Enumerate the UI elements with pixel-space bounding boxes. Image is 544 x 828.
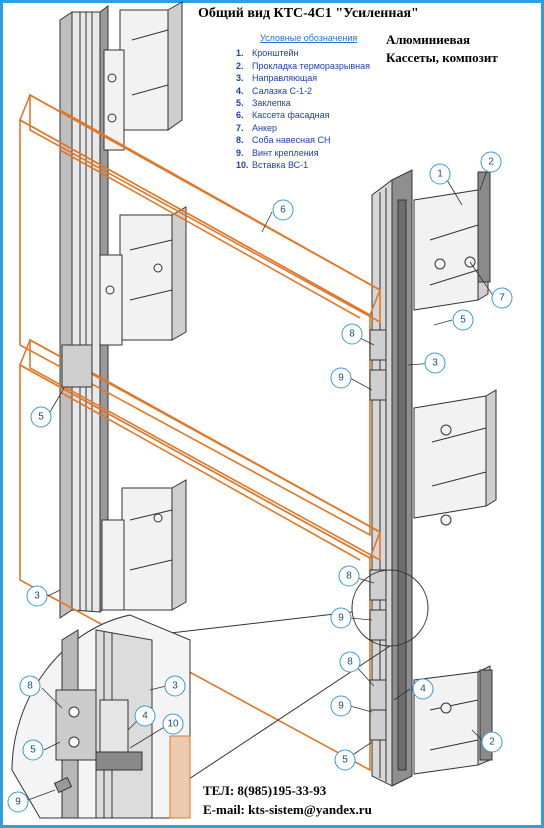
legend-item: 8.Соба навесная СН xyxy=(236,135,331,146)
callout-8-low xyxy=(339,651,361,673)
callout-5-left xyxy=(30,406,52,428)
contact-phone: ТЕЛ: 8(985)195-33-93 xyxy=(203,783,327,798)
legend-item: 3.Направляющая xyxy=(236,73,318,84)
svg-text:3: 3 xyxy=(432,358,438,369)
callout-9-low xyxy=(330,695,352,717)
svg-text:5: 5 xyxy=(30,745,36,756)
svg-text:4: 4 xyxy=(142,711,148,722)
subtitle-cladding: Кассеты, композит xyxy=(386,50,498,65)
svg-text:4: 4 xyxy=(420,684,426,695)
bracket-left-top xyxy=(103,1,183,151)
callout-5-right xyxy=(452,309,474,331)
callout-8-mid xyxy=(338,565,360,587)
callout-9-top xyxy=(330,367,352,389)
svg-text:7: 7 xyxy=(499,293,505,304)
diagram-title: Общий вид КТС-4С1 "Усиленная" xyxy=(198,6,419,21)
legend-item: 10.Вставка ВС-1 xyxy=(236,160,309,171)
callout-8-top xyxy=(341,323,363,345)
callout-1 xyxy=(429,163,451,185)
cassette-upper xyxy=(18,93,382,537)
svg-text:2: 2 xyxy=(488,157,494,168)
callout-5-low xyxy=(334,749,356,771)
legend-item: 6.Кассета фасадная xyxy=(236,110,330,121)
callout-4-detail xyxy=(134,705,156,727)
detail-magnified xyxy=(11,614,191,819)
svg-text:3: 3 xyxy=(172,681,178,692)
svg-text:10: 10 xyxy=(167,719,179,730)
callout-markers xyxy=(7,151,513,813)
legend-item: 1.Кронштейн xyxy=(236,48,299,59)
svg-text:5: 5 xyxy=(38,412,44,423)
callout-4-right xyxy=(412,678,434,700)
bracket-left-mid xyxy=(99,206,187,346)
svg-text:5: 5 xyxy=(342,755,348,766)
svg-text:9: 9 xyxy=(15,797,21,808)
legend-header: Условные обозначения xyxy=(260,33,358,43)
legend-item: 2.Прокладка терморазрывная xyxy=(236,60,371,71)
svg-text:8: 8 xyxy=(349,329,355,340)
svg-text:2: 2 xyxy=(489,737,495,748)
callout-8-detail xyxy=(19,675,41,697)
hanging-hooks xyxy=(61,329,387,741)
svg-text:1: 1 xyxy=(437,169,443,180)
svg-text:9: 9 xyxy=(338,613,344,624)
svg-text:8: 8 xyxy=(27,681,33,692)
callout-7 xyxy=(491,287,513,309)
subtitle-material: Алюминиевая xyxy=(386,32,471,47)
cassette-lower xyxy=(18,338,381,772)
callout-5-detail xyxy=(22,739,44,761)
svg-text:5: 5 xyxy=(460,315,466,326)
callout-labels: 6 1 2 7 5 3 8 9 5 3 8 9 8 4 9 2 5 3 4 10… xyxy=(15,157,505,808)
leader-lines xyxy=(27,164,495,801)
contact-email[interactable]: E-mail: kts-sistem@yandex.ru xyxy=(203,802,372,817)
svg-text:8: 8 xyxy=(347,657,353,668)
legend-item: 7.Анкер xyxy=(236,122,278,133)
svg-text:3: 3 xyxy=(34,591,40,602)
legend: Условные обозначения 1.Кронштейн 2.Прокл… xyxy=(236,32,370,171)
callout-3-right xyxy=(424,352,446,374)
svg-text:6: 6 xyxy=(280,205,286,216)
callout-9-detail xyxy=(7,791,29,813)
legend-item: 5.Заклепка xyxy=(236,98,291,109)
legend-item: 4.Салазка С-1-2 xyxy=(236,85,313,96)
bracket-right-top xyxy=(413,171,491,311)
bracket-right-mid xyxy=(413,389,497,526)
callout-3-left xyxy=(26,585,48,607)
legend-item: 9.Винт крепления xyxy=(236,147,319,158)
callout-6 xyxy=(272,199,294,221)
svg-text:8: 8 xyxy=(346,571,352,582)
callout-3-detail xyxy=(164,675,186,697)
callout-9-mid xyxy=(330,607,352,629)
callout-2-low xyxy=(481,731,503,753)
bracket-left-low xyxy=(101,479,187,611)
svg-text:9: 9 xyxy=(338,701,344,712)
svg-text:9: 9 xyxy=(338,373,344,384)
callout-10-detail xyxy=(162,713,184,735)
callout-2-top xyxy=(480,151,502,173)
